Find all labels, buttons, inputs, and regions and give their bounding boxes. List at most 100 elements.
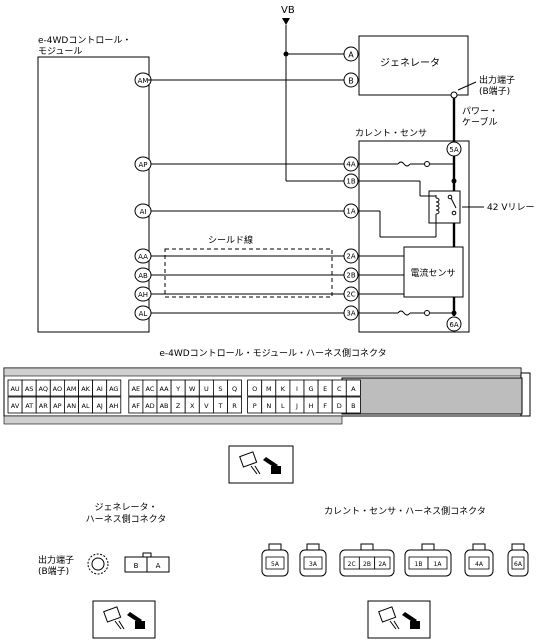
sensor-connector-pin-label: 1B <box>415 561 423 568</box>
generator-pin-B-label: B <box>348 77 354 86</box>
fuse-top-terminal <box>424 161 430 167</box>
sensor-pin-label: 2B <box>346 272 355 280</box>
connector-cell-label: C <box>337 385 342 393</box>
power-cable-label-1: パワー・ <box>462 106 498 117</box>
sensor-connector-pin-label: 2B <box>363 561 371 568</box>
module-pin-label: AA <box>138 253 148 261</box>
module-sensor-wires <box>151 163 344 314</box>
control-module-box <box>37 56 150 333</box>
bus-node-top <box>451 178 457 184</box>
sensor-connector-lock <box>472 543 486 551</box>
view-icon-wires <box>389 620 400 630</box>
connector-cell-label: AK <box>81 385 90 393</box>
view-icon-wires <box>114 620 125 630</box>
shield-label: シールド線 <box>208 234 253 246</box>
sensor-pin-label: 1A <box>346 208 355 216</box>
sensor-pin-6A-label: 6A <box>449 321 458 329</box>
generator-connector-pin-B: B <box>134 562 139 570</box>
sensor-connector-pin <box>511 556 525 570</box>
connector-cell-label: AT <box>25 402 33 410</box>
output-leader <box>457 81 477 91</box>
view-icon-wires <box>250 465 261 475</box>
connector-cell-label: AD <box>145 402 154 410</box>
connector-cell-label: W <box>189 385 196 393</box>
sensor-pin-label: 2A <box>346 253 355 261</box>
connector-cell-label: G <box>309 385 314 393</box>
sensor-connector-lock <box>268 543 282 551</box>
sensor-connector-pin <box>374 556 391 570</box>
current-sensor-label: カレント・センサ <box>355 128 427 139</box>
generator-output-label-2: (B端子) <box>479 85 510 97</box>
generator-label: ジェネレータ <box>380 57 440 69</box>
sensor-connector-pin-label: 4A <box>475 561 484 568</box>
generator-connector-title-2: ハーネス側コネクタ <box>86 513 167 525</box>
sensor-connector-title: カレント・センサ・ハーネス側コネクタ <box>324 505 486 517</box>
module-title-line2: モジュール <box>38 47 82 57</box>
view-icon-connector <box>378 606 397 623</box>
connector-cell-label: M <box>266 385 272 393</box>
connector-cell-label: AP <box>53 402 61 410</box>
sensor-pin-label: 2C <box>346 291 355 299</box>
module-title-line1: e-4WDコントロール・ <box>38 36 131 46</box>
module-pin-label: AL <box>139 310 148 318</box>
fuse-bottom-terminal <box>424 310 430 316</box>
view-icon-hand <box>135 621 145 629</box>
sensor-connector-pin-label: 6A <box>514 561 523 568</box>
connector-cell-label: AF <box>132 402 140 410</box>
relay-label: 42 Vリレー <box>487 203 534 213</box>
fuse-top <box>397 161 411 167</box>
connector-cell-label: AS <box>25 385 34 393</box>
module-connector-rail-bottom <box>3 415 343 425</box>
connector-cell-label: F <box>323 402 327 410</box>
connector-cell-label: AU <box>10 385 19 393</box>
connector-cell-label: O <box>252 385 257 393</box>
connector-cell-label: I <box>296 385 298 393</box>
sensor-connector-pin-label: 3A <box>309 561 318 568</box>
module-pin-label: AM <box>138 77 149 85</box>
sensor-connector-pin <box>427 556 448 570</box>
connector-cell-label: J <box>295 402 298 410</box>
connector-cell-label: AI <box>96 385 102 393</box>
connector-cell-label: T <box>217 402 222 410</box>
connector-cell-label: B <box>351 402 355 410</box>
module-connector-rail-top <box>3 367 522 377</box>
connector-cell-label: L <box>281 402 285 410</box>
sensor-connector-lock <box>306 543 320 551</box>
connector-cell <box>106 379 122 397</box>
connector-cell-label: AM <box>66 385 76 393</box>
generator-box <box>358 35 469 96</box>
connector-view-icon-3 <box>367 600 431 639</box>
sensor-connector-pin-label: 2C <box>348 561 356 568</box>
connector-view-icon-2 <box>92 600 156 639</box>
connector-cell-label: Y <box>175 385 180 393</box>
connector-cell-label: AQ <box>39 385 48 393</box>
connector-cell-label: AG <box>109 385 118 393</box>
view-icon-hand <box>410 621 420 629</box>
connector-cell-label: X <box>190 402 195 410</box>
sensor-pin-5A-label: 5A <box>449 146 458 154</box>
connector-cell-label: Z <box>176 402 181 410</box>
module-connector-title: e-4WDコントロール・モジュール・ハーネス側コネクタ <box>159 347 386 359</box>
connector-cell-label: D <box>337 402 342 410</box>
sensor-connector-pin-label: 2A <box>378 561 387 568</box>
vb-label: VB <box>281 5 295 16</box>
generator-pin-A-label: A <box>348 51 354 60</box>
connector-cell <box>106 396 122 414</box>
module-pin-label: AH <box>138 291 148 299</box>
sensor-connector-pin <box>303 556 323 570</box>
connector-cell-label: A <box>351 385 356 393</box>
connector-cell <box>345 379 361 397</box>
generator-pin-A <box>343 46 359 62</box>
current-sensor-element <box>403 246 464 298</box>
sensor-connector-pin-label: 5A <box>271 561 280 568</box>
connector-cell-label: AR <box>39 402 48 410</box>
connector-cell <box>227 396 243 414</box>
fuse-bottom <box>397 310 411 316</box>
module-connector-shaded-block <box>341 377 523 415</box>
view-icon-hand <box>271 466 281 474</box>
generator-output-label-1: 出力端子 <box>479 74 515 86</box>
module-pin-label: AP <box>138 161 147 169</box>
generator-connector-terminal-1: 出力端子 <box>38 554 74 566</box>
